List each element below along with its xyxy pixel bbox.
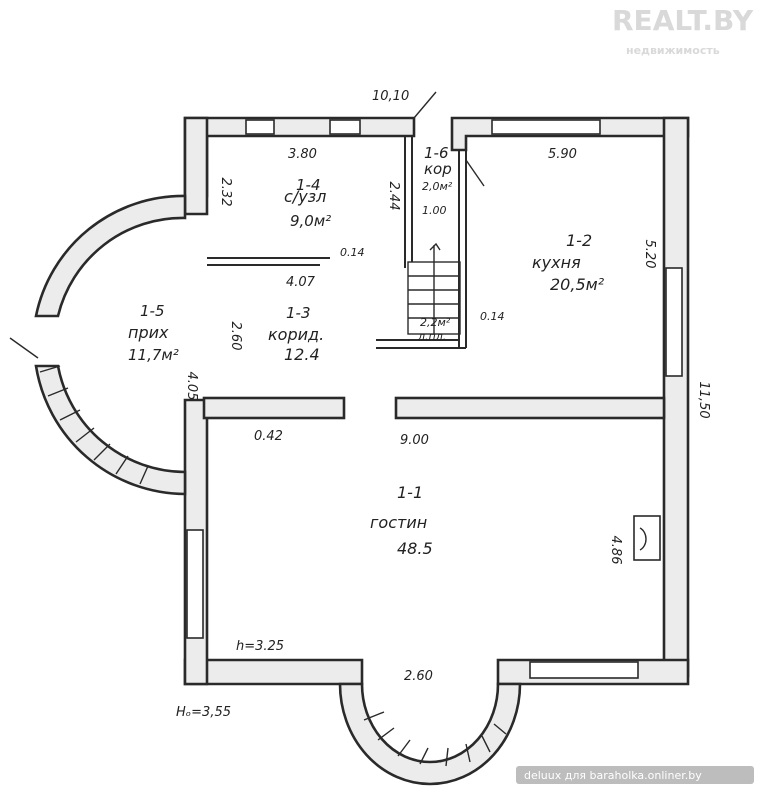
room-bath-name: с/узл <box>284 187 326 206</box>
dim-bath-depth-left: 2.32 <box>218 178 233 207</box>
realt-watermark: REALT.BY недвижимость <box>612 4 754 57</box>
room-living: 1-1 гостин 48.5 <box>370 483 433 558</box>
dim-kitchen-depth: 5.20 <box>642 240 657 269</box>
credit-text: deluux для baraholka.onliner.by <box>524 769 702 782</box>
overall-dim-pointer <box>413 91 437 119</box>
window-hall-arc <box>39 365 149 485</box>
room-hall: 1-5 прих 11,7м² <box>128 302 179 364</box>
corridor-door-swing <box>465 159 485 187</box>
room-kitchen: 1-2 кухня 20,5м² <box>532 231 605 294</box>
room-hall-name: прих <box>128 323 169 342</box>
dim-overall-width: 10,10 <box>372 89 409 104</box>
room-corridor-id: 1-3 <box>286 304 311 322</box>
fireplace-body <box>633 515 661 561</box>
dim-wall-042: 0.42 <box>254 429 283 444</box>
wall-living-top-left <box>202 396 346 420</box>
bay-arc <box>338 682 522 786</box>
dim-stair-label: л.пл. <box>417 330 446 343</box>
room-small-corridor-area: 2,0м² <box>422 180 453 193</box>
room-small-corridor-name: кор <box>424 160 452 178</box>
dim-living-width: 9.00 <box>400 433 429 448</box>
credit-bar: deluux для baraholka.onliner.by <box>516 766 754 784</box>
room-small-corridor: 1-6 кор 2,0м² <box>422 144 453 193</box>
room-kitchen-id: 1-2 <box>566 231 592 250</box>
stair-steps <box>408 242 460 334</box>
room-hall-id: 1-5 <box>140 302 165 320</box>
dim-corridor-depth: 2.60 <box>228 322 243 351</box>
dim-stair-area: 2,2м² <box>420 316 451 329</box>
window-living-bottom <box>529 661 639 679</box>
room-corridor-area: 12.4 <box>284 345 320 364</box>
room-bath-area: 9,0м² <box>290 212 331 230</box>
room-living-id: 1-1 <box>397 483 423 502</box>
wall-left-upper <box>183 116 209 216</box>
dim-bath-width: 3.80 <box>288 147 317 162</box>
dim-total-height: Нₒ=3,55 <box>176 705 231 720</box>
room-hall-area: 11,7м² <box>128 346 179 364</box>
fireplace-opening <box>639 527 647 551</box>
dim-living-depth: 4.86 <box>608 536 623 565</box>
interior-walls <box>202 136 666 420</box>
window-kitchen-side <box>665 267 683 377</box>
hall-door-mark <box>9 337 39 359</box>
dim-ceiling-height: h=3.25 <box>236 639 284 654</box>
dim-gap-014-b: 0.14 <box>480 310 505 323</box>
dim-kitchen-width: 5.90 <box>548 147 577 162</box>
wall-right <box>662 116 690 678</box>
dim-overall-depth: 11,50 <box>696 381 711 418</box>
hall-arc-lower <box>34 364 187 496</box>
exterior-walls <box>34 116 690 786</box>
room-corridor: 1-3 корид. 12.4 <box>268 304 324 364</box>
room-bath-id: 1-4 <box>296 176 321 194</box>
dim-stair-width: 1.00 <box>422 204 447 217</box>
watermark-brand: REALT.BY <box>612 4 754 37</box>
room-corridor-name: корид. <box>268 325 324 344</box>
room-kitchen-area: 20,5м² <box>550 275 605 294</box>
windows <box>9 91 683 767</box>
credit-background <box>516 766 754 784</box>
dim-hall-depth: 4.05 <box>184 372 199 401</box>
room-kitchen-name: кухня <box>532 253 581 272</box>
dim-corridor-width: 4.07 <box>286 275 316 290</box>
corridor-bottom-wall <box>376 339 466 349</box>
wall-bottom-left <box>183 658 364 686</box>
room-living-name: гостин <box>370 513 427 532</box>
room-bath: 1-4 с/узл 9,0м² <box>284 176 331 230</box>
room-small-corridor-id: 1-6 <box>424 144 449 162</box>
window-living-left <box>186 529 204 639</box>
fireplace <box>633 515 661 561</box>
window-bath-2 <box>329 119 361 135</box>
dim-bath-depth-right: 2.44 <box>386 182 401 211</box>
window-kitchen-top <box>491 119 601 135</box>
stair <box>407 242 461 335</box>
dim-bay-width: 2.60 <box>404 669 433 684</box>
dim-gap-014-a: 0.14 <box>340 246 365 259</box>
window-bay <box>363 711 507 767</box>
dimension-labels: 10,10 11,50 3.80 2.32 2.44 5.90 5.20 1.0… <box>176 89 711 720</box>
room-living-area: 48.5 <box>397 539 433 558</box>
watermark-tagline: недвижимость <box>626 44 720 57</box>
wall-living-top-right <box>394 396 666 420</box>
window-bath-1 <box>245 119 275 135</box>
hall-arc-upper <box>34 194 187 318</box>
